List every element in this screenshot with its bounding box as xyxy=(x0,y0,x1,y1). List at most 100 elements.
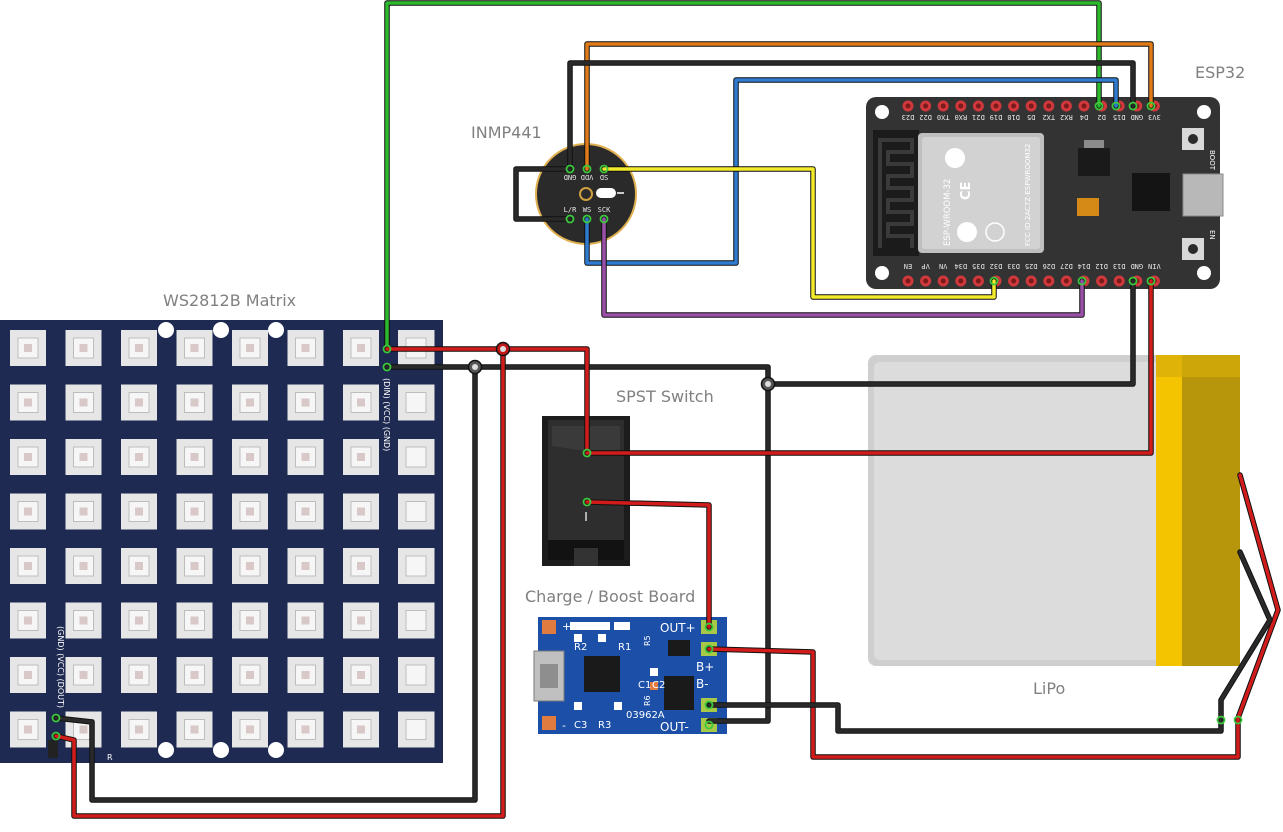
esp32-pin-hole xyxy=(958,103,964,109)
led-pixel-die xyxy=(301,507,310,516)
led-pixel-die xyxy=(135,671,143,679)
led-pixel-die xyxy=(79,562,88,570)
led-pixel-die xyxy=(79,398,88,407)
charger-ref-r6: R6 xyxy=(643,695,652,706)
matrix-hole xyxy=(158,322,174,338)
esp32-pin-label: GND xyxy=(1130,262,1143,270)
charger-minus-label: - xyxy=(562,719,566,732)
led-pixel-die xyxy=(135,507,143,516)
led-pixel-die xyxy=(190,616,199,625)
led-pixel-die xyxy=(190,671,199,679)
wire-black-matrix-gnd-outline xyxy=(384,364,771,387)
led-pixel-lens xyxy=(405,719,427,740)
esp32-ce-mark: CE xyxy=(959,182,974,200)
charger-resistor xyxy=(574,702,582,710)
esp32-regulator xyxy=(1078,148,1110,176)
esp32-pin-hole xyxy=(923,103,929,109)
esp32-pin-label: D26 xyxy=(1042,262,1055,270)
inmp441-pin-label: VDD xyxy=(581,173,594,181)
matrix-hole xyxy=(268,322,284,338)
esp32-boot-button-cap xyxy=(1188,134,1198,144)
led-pixel-die xyxy=(190,344,199,352)
esp32-module-fcc: FCC ID:2AC7Z-ESPWROOM32 xyxy=(1024,144,1032,246)
led-pixel-die xyxy=(24,453,32,461)
esp32-pin-label: 3V3 xyxy=(1148,113,1161,121)
wire-junctions xyxy=(51,101,1243,741)
charger-pad-minus xyxy=(542,716,556,730)
led-pixel-lens xyxy=(405,501,427,522)
charger-ic-1 xyxy=(584,656,620,692)
led-pixel-die xyxy=(357,507,365,516)
esp32-pin-label: D23 xyxy=(902,113,915,121)
lipo-label: LiPo xyxy=(1033,679,1065,698)
led-pixel-die xyxy=(357,398,365,407)
led-pixel-die xyxy=(79,344,88,352)
led-pixel-die xyxy=(190,725,199,734)
esp32-pin-hole xyxy=(905,278,911,284)
lipo-face xyxy=(874,362,1234,660)
esp32-pin-hole xyxy=(1028,278,1034,284)
led-pixel-die xyxy=(79,453,88,461)
led-pixel-die xyxy=(24,725,32,734)
led-pixel-die xyxy=(246,398,254,407)
esp32-pin-label: D25 xyxy=(1025,262,1038,270)
wire-purple-sck xyxy=(602,217,1084,317)
esp32-pin-label: D32 xyxy=(990,262,1003,270)
esp32-pin-hole xyxy=(993,103,999,109)
wire-endpoint xyxy=(1094,101,1104,111)
esp32-pin-label: D12 xyxy=(1095,262,1108,270)
lipo-battery xyxy=(868,355,1240,666)
charger-resistor xyxy=(614,702,622,710)
esp32-pin-label: D33 xyxy=(1007,262,1020,270)
lipo-tape-fold xyxy=(1156,355,1240,377)
esp32-recycle-logo xyxy=(985,222,1005,242)
led-pixel-die xyxy=(135,725,143,734)
esp32-en-label: EN xyxy=(1208,230,1216,240)
wire-endpoint xyxy=(382,362,392,372)
esp32-module-can xyxy=(922,137,1040,249)
esp32-pin-label: D4 xyxy=(1080,113,1088,121)
led-pixel-die xyxy=(24,398,32,407)
esp32-hole xyxy=(1197,105,1211,119)
charger-cap xyxy=(650,668,658,676)
esp32-pin-label: D2 xyxy=(1097,113,1105,121)
wire-black-mic-lr xyxy=(514,167,572,221)
matrix-output-text: (GND) (VCC) (DOUT) xyxy=(56,626,65,708)
matrix-input-text: (DIN) (VCC) (GND) xyxy=(382,378,391,451)
led-pixel-die xyxy=(24,671,32,679)
esp32-pin-hole xyxy=(940,278,946,284)
wire-green-d2 xyxy=(385,1,1101,351)
esp32-tantalum-cap xyxy=(1077,198,1099,216)
matrix-led-grid xyxy=(10,330,435,748)
esp32-pin-label: D35 xyxy=(972,262,985,270)
led-pixel-die xyxy=(246,562,254,570)
led-pixel-die xyxy=(135,398,143,407)
led-pixel-die xyxy=(301,453,310,461)
led-pixel-die xyxy=(246,616,254,625)
led-pixel-die xyxy=(135,616,143,625)
charger-ref-r3: R3 xyxy=(598,720,611,731)
esp32-pin-label: D18 xyxy=(1007,113,1020,121)
charger-pcb xyxy=(538,617,727,734)
led-pixel-lens xyxy=(405,555,427,577)
esp32-hole xyxy=(1197,266,1211,280)
esp32-pin-label: TX0 xyxy=(937,113,950,121)
esp32-label: ESP32 xyxy=(1195,63,1245,82)
led-pixel-lens xyxy=(405,392,427,413)
wire-red-matrix-out-vcc xyxy=(54,347,505,818)
led-pixel-die xyxy=(246,453,254,461)
esp32-pin-label: D5 xyxy=(1027,113,1035,121)
led-pixel-die xyxy=(357,344,365,352)
matrix-label: WS2812B Matrix xyxy=(163,291,296,310)
charger-led xyxy=(574,634,582,642)
charger-silk-block xyxy=(570,622,610,630)
led-pixel-die xyxy=(24,344,32,352)
wire-endpoint xyxy=(1128,276,1138,286)
wire-endpoint xyxy=(565,164,575,174)
matrix-corner-mark: R xyxy=(107,753,113,762)
wire-black-bminus xyxy=(707,550,1272,733)
esp32-pin-hole xyxy=(1011,278,1017,284)
esp32-pin-hole xyxy=(1046,278,1052,284)
